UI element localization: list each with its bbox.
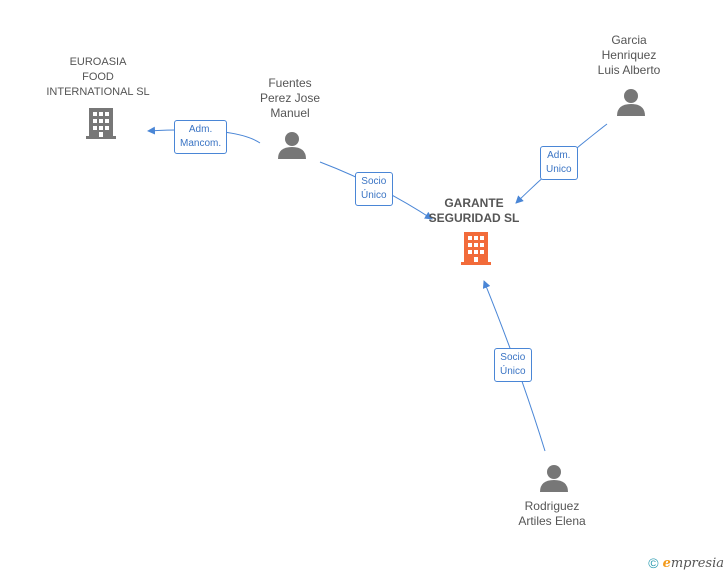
edge-label-adm-unico: Adm. Unico xyxy=(540,146,578,180)
node-garcia-label[interactable]: Garcia Henriquez Luis Alberto xyxy=(598,33,661,78)
person-icon[interactable] xyxy=(278,132,306,159)
node-euroasia-label[interactable]: EUROASIA FOOD INTERNATIONAL SL xyxy=(46,55,149,100)
node-label-line: Perez Jose xyxy=(259,91,321,105)
edge-label-line: Unico xyxy=(546,164,572,175)
person-icon[interactable] xyxy=(540,465,568,492)
edge-label-line: Adm. xyxy=(188,124,213,135)
person-icon[interactable] xyxy=(617,89,645,116)
node-label-line: Artiles Elena xyxy=(518,514,586,528)
building-icon[interactable] xyxy=(461,232,491,265)
building-icon[interactable] xyxy=(86,108,116,139)
edge-label-socio-unico: Socio Único xyxy=(355,172,393,206)
edge-label-line: Único xyxy=(500,366,526,377)
node-label-line: GARANTE xyxy=(444,196,504,210)
node-label-line: Henriquez xyxy=(601,48,657,62)
node-label-line: INTERNATIONAL SL xyxy=(46,86,150,98)
node-label-line: Rodriguez xyxy=(524,499,580,513)
node-label-line: SEGURIDAD SL xyxy=(428,211,520,225)
edge-label-adm-mancom: Adm. Mancom. xyxy=(174,120,228,154)
node-garante-label[interactable]: GARANTE SEGURIDAD SL xyxy=(429,196,520,226)
node-rodriguez-label[interactable]: Rodriguez Artiles Elena xyxy=(518,499,585,529)
edge-label-line: Mancom. xyxy=(180,138,222,149)
brand-logo-initial: e xyxy=(662,555,671,571)
edge-label-line: Socio xyxy=(361,176,387,187)
brand-logo-text: mpresia xyxy=(670,555,724,571)
node-fuentes-label[interactable]: Fuentes Perez Jose Manuel xyxy=(260,76,320,121)
edge-label-socio-unico: Socio Único xyxy=(494,348,532,382)
edge-label-line: Único xyxy=(361,190,387,201)
copyright-icon: © xyxy=(648,555,659,571)
node-label-line: Manuel xyxy=(270,106,310,120)
node-label-line: Fuentes xyxy=(268,76,312,90)
node-label-line: FOOD xyxy=(82,71,114,83)
node-label-line: Garcia xyxy=(611,33,647,47)
node-label-line: Luis Alberto xyxy=(597,63,661,77)
edge-label-line: Socio xyxy=(500,352,526,363)
edge-label-line: Adm. xyxy=(547,150,571,161)
node-label-line: EUROASIA xyxy=(69,56,127,68)
